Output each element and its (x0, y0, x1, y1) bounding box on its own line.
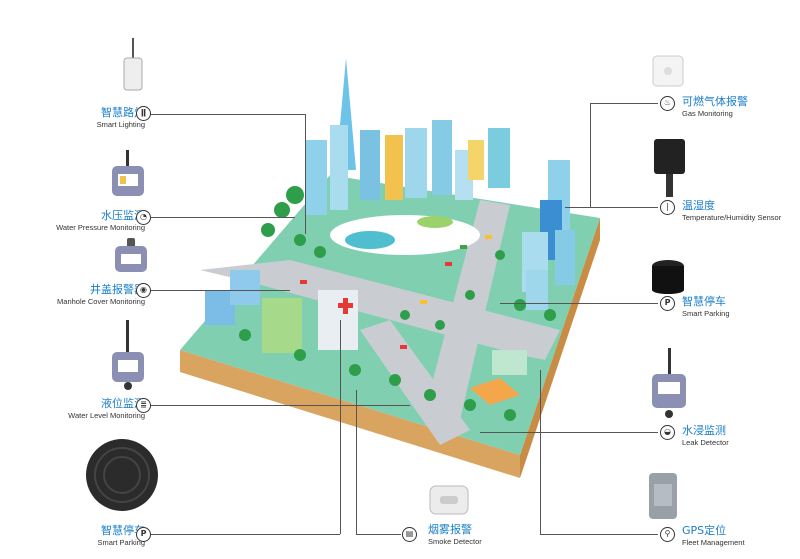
gps-tracker-device (649, 473, 677, 519)
building (492, 350, 527, 375)
trees (239, 186, 556, 421)
parking-icon: P (136, 527, 151, 542)
diagonal-road (360, 320, 470, 445)
building (230, 270, 260, 305)
building (526, 270, 548, 310)
connector-line (356, 390, 357, 534)
street-light-icon: ǁ (136, 106, 151, 121)
park-lawn-2 (417, 216, 453, 228)
connector-line (150, 534, 340, 535)
building (262, 298, 302, 353)
building (305, 140, 327, 215)
building (432, 120, 452, 195)
building (488, 128, 510, 188)
building (385, 135, 403, 200)
smoke-detector-device (429, 485, 469, 515)
building (360, 130, 380, 200)
connector-line (540, 534, 658, 535)
building (330, 125, 348, 210)
pressure-sensor-device (112, 150, 144, 196)
water-level-device (112, 320, 144, 390)
parking-sensor-device (86, 439, 158, 511)
smoke-detector-icon: ▤ (402, 527, 417, 542)
connector-line (150, 290, 290, 291)
connector-line (590, 103, 658, 104)
hospital (318, 290, 358, 350)
gps-pin-icon: ⚲ (660, 527, 675, 542)
gas-sensor-device (652, 55, 684, 87)
connector-line (340, 320, 341, 534)
thermometer-icon: ❘ (660, 200, 675, 215)
manhole-sensor-device (115, 238, 147, 272)
flame-icon: ♨ (660, 96, 675, 111)
connector-line (480, 432, 658, 433)
building (468, 140, 484, 180)
hospital-cross-h (338, 303, 353, 308)
connector-line (565, 207, 658, 208)
temp-humidity-device (654, 139, 685, 197)
building (405, 128, 427, 198)
parking-icon: P (660, 296, 675, 311)
parking-sensor-device-right (652, 260, 684, 294)
cross-road (425, 200, 510, 420)
pressure-gauge-icon: ◔ (136, 210, 151, 225)
soil-left-face (180, 350, 520, 478)
water-level-icon: ≣ (136, 398, 151, 413)
connector-line (150, 405, 410, 406)
park-lawn (345, 231, 395, 249)
connector-line (305, 114, 306, 234)
connector-line (356, 534, 401, 535)
connector-line (500, 303, 658, 304)
connector-line (590, 103, 591, 208)
building (555, 230, 575, 285)
street-light-device (123, 38, 143, 91)
connector-line (150, 217, 295, 218)
leak-icon: ◒ (660, 425, 675, 440)
manhole-icon: ◉ (136, 283, 151, 298)
leak-detector-device (652, 348, 686, 418)
connector-line (540, 370, 541, 534)
connector-line (150, 114, 305, 115)
cars (300, 235, 492, 349)
plaza (470, 378, 520, 405)
